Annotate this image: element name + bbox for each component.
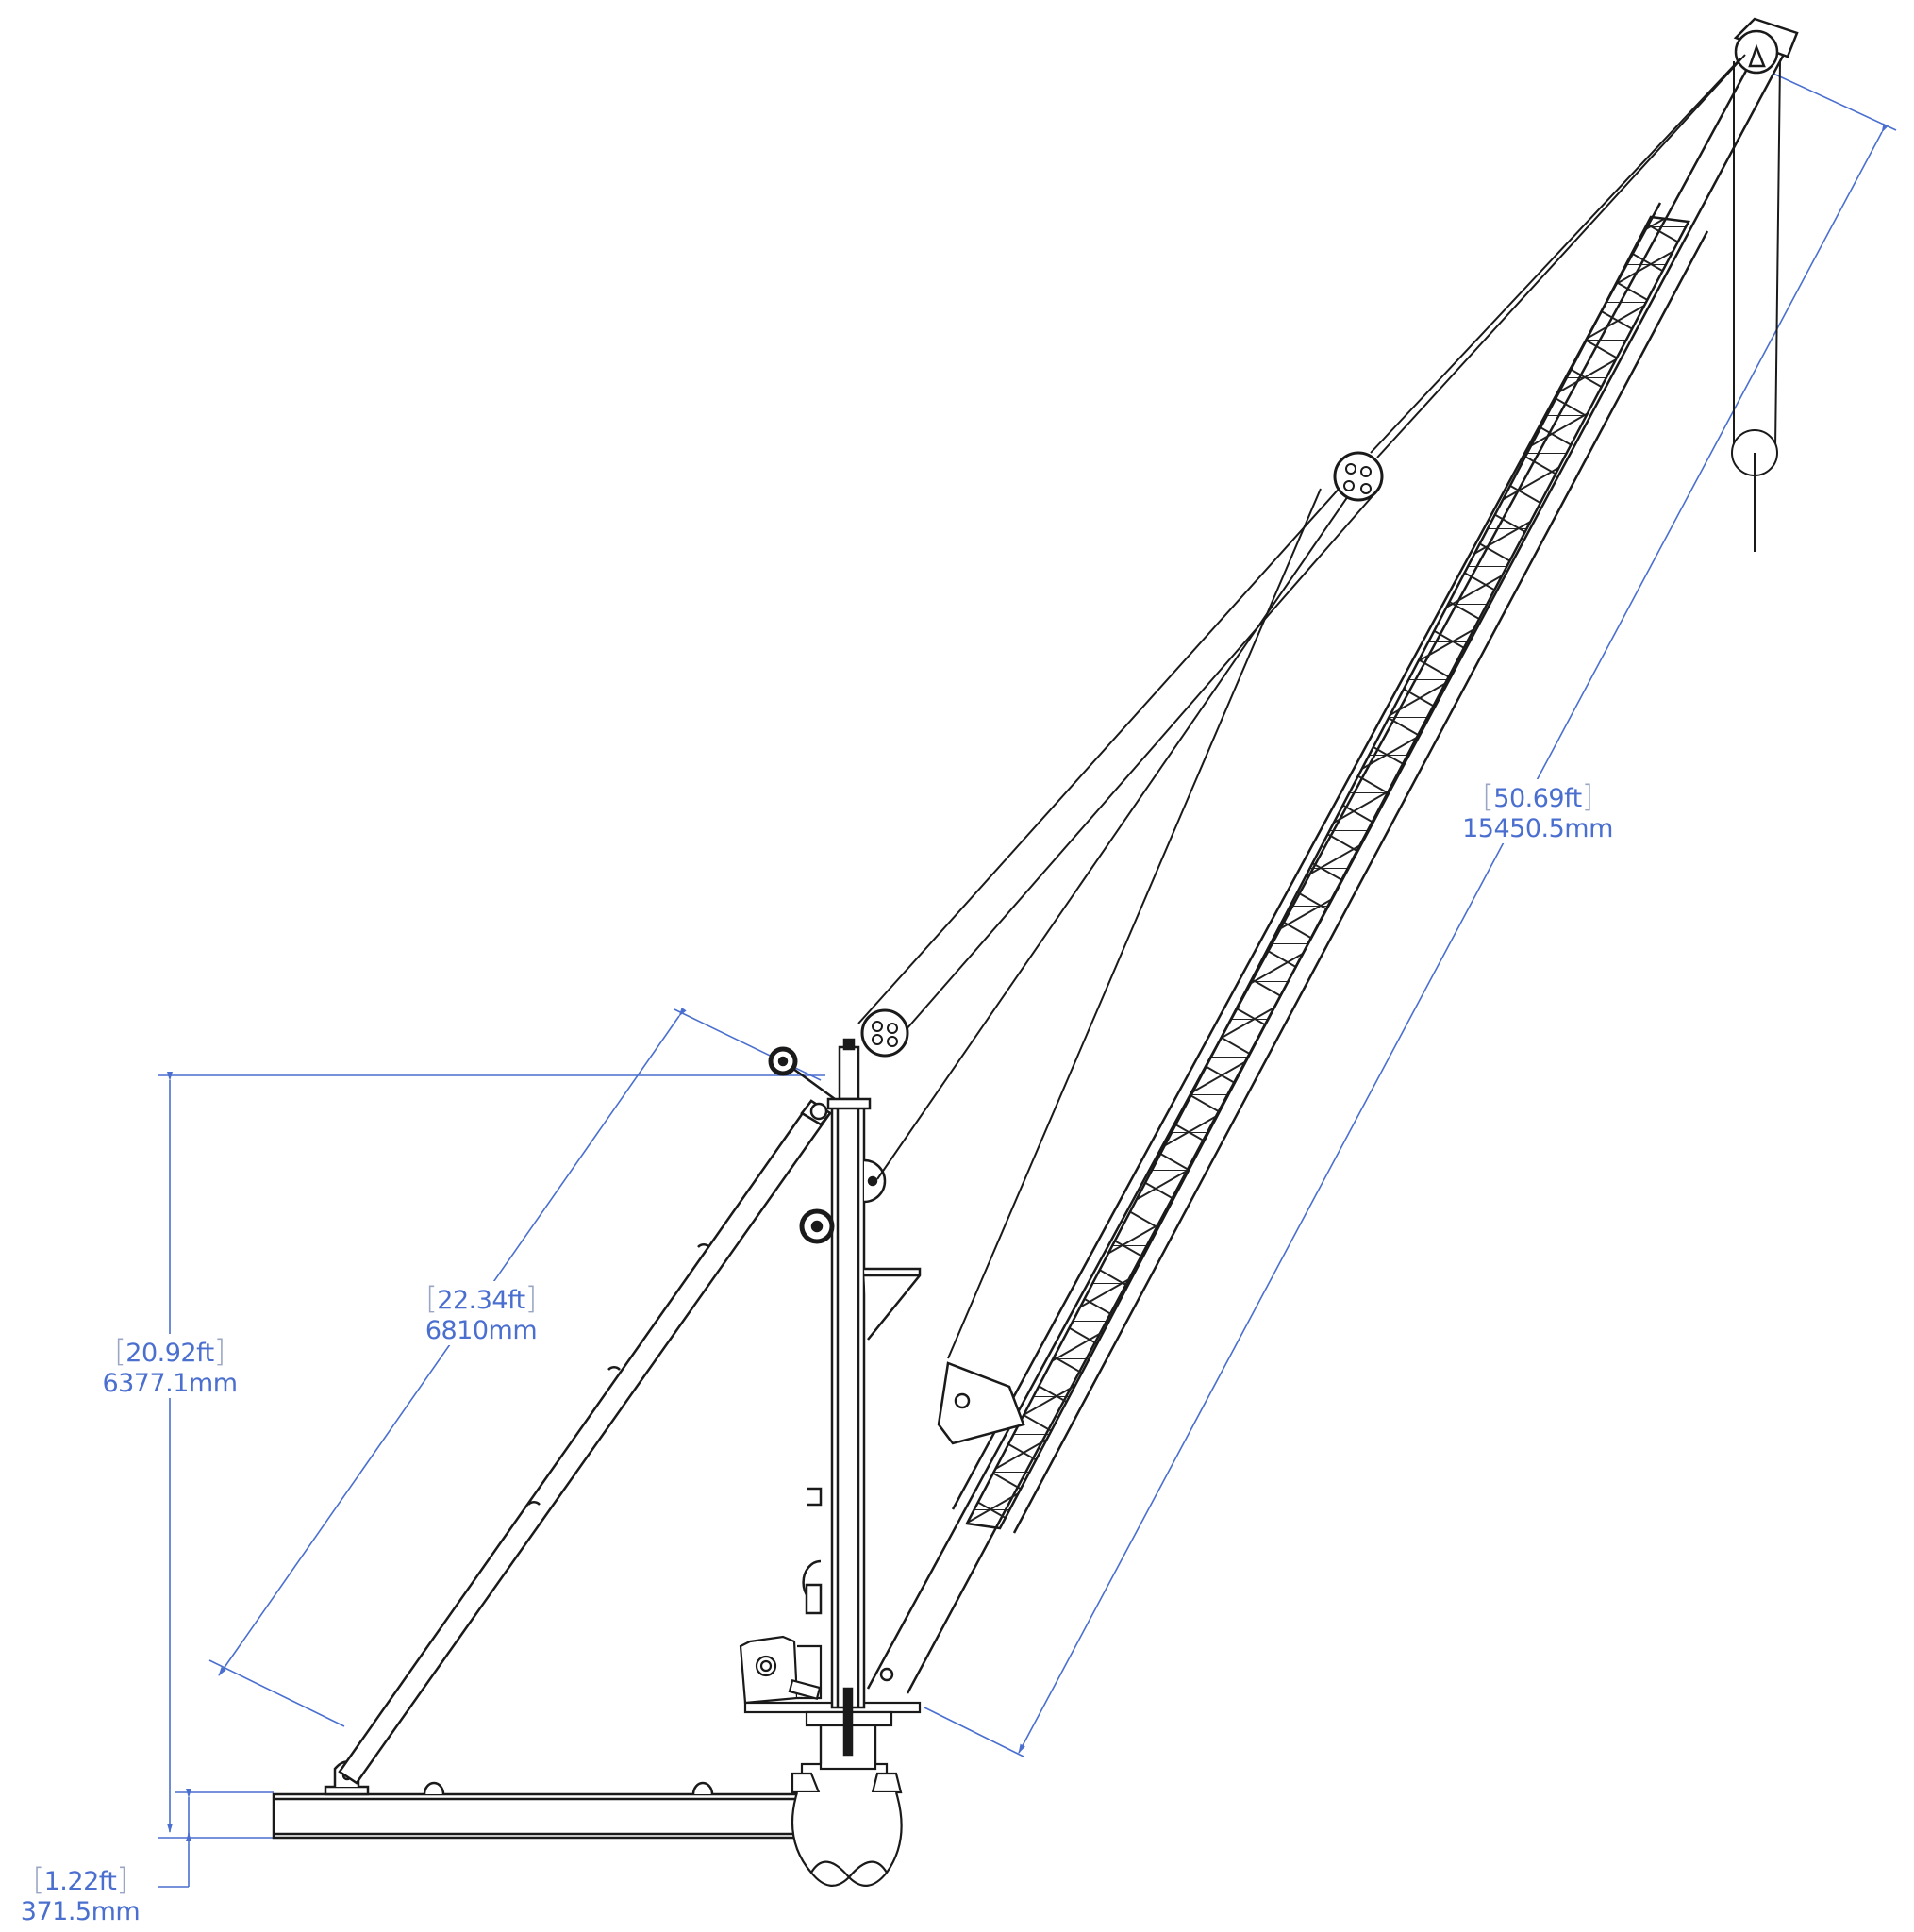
- boom-length-ft: 50.69ft: [1493, 784, 1582, 813]
- dimension-base-height: [1.22ft] 371.5mm: [9, 1862, 151, 1926]
- base-height-ft: 1.22ft: [43, 1867, 117, 1896]
- dimension-mast-height: [20.92ft] 6377.1mm: [90, 1334, 250, 1398]
- dimension-boom-length: [50.69ft] 15450.5mm: [1443, 779, 1632, 843]
- backstay-length-mm: 6810mm: [424, 1315, 538, 1345]
- boom-length-mm: 15450.5mm: [1462, 813, 1613, 843]
- dimension-backstay-length: [22.34ft] 6810mm: [401, 1281, 561, 1345]
- mast-height-mm: 6377.1mm: [102, 1368, 238, 1398]
- lattice-boom: [866, 17, 1799, 1694]
- luffing-rigging: [857, 54, 1781, 1359]
- backstay-length-ft: 22.34ft: [437, 1286, 525, 1315]
- mast: [799, 1038, 922, 1757]
- dimension-lines: [158, 73, 1897, 1888]
- winch-drum: [739, 1635, 823, 1705]
- base-height-mm: 371.5mm: [20, 1896, 141, 1926]
- backstay-strut: [338, 1046, 836, 1785]
- mast-height-ft: 20.92ft: [125, 1339, 214, 1368]
